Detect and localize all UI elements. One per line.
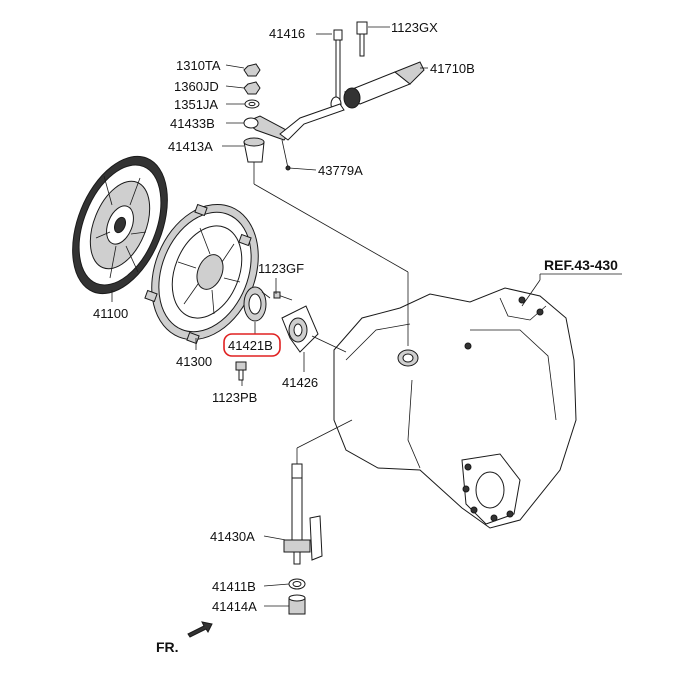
part-1310TA-nut[interactable] <box>243 63 261 77</box>
front-direction-indicator: FR. <box>156 621 213 655</box>
label-1351JA[interactable]: 1351JA <box>174 97 218 112</box>
label-41413A[interactable]: 41413A <box>168 139 213 154</box>
part-41300-pressure-plate[interactable] <box>132 188 277 355</box>
part-1123GF-bolt[interactable] <box>273 291 293 301</box>
leader-lines <box>111 26 622 607</box>
transaxle-housing <box>333 287 577 529</box>
label-1123GF[interactable]: 1123GF <box>258 261 304 276</box>
label-41414A[interactable]: 41414A <box>212 599 257 614</box>
part-41414A-bushing[interactable] <box>288 594 306 615</box>
part-43779A-pin[interactable] <box>281 139 291 171</box>
part-41100-clutch-disc[interactable] <box>54 143 186 308</box>
label-41100[interactable]: 41100 <box>93 306 128 321</box>
label-41433B[interactable]: 41433B <box>170 116 215 131</box>
part-41413A-boot[interactable] <box>243 137 265 163</box>
part-1360JD-nut[interactable] <box>243 81 261 95</box>
label-41710B[interactable]: 41710B <box>430 61 475 76</box>
label-1123GX[interactable]: 1123GX <box>391 20 438 35</box>
part-41433B-release-fork[interactable] <box>243 103 345 141</box>
label-1360JD[interactable]: 1360JD <box>174 79 219 94</box>
label-41416[interactable]: 41416 <box>269 26 305 41</box>
label-41411B[interactable]: 41411B <box>212 579 256 594</box>
part-labels: 41416 1123GX 41710B 1310TA 1360JD 1351JA… <box>93 20 618 614</box>
label-1310TA[interactable]: 1310TA <box>176 58 221 73</box>
release-cylinder-group <box>243 21 425 171</box>
label-41421B[interactable]: 41421B <box>228 338 273 353</box>
front-arrow-icon <box>187 621 213 638</box>
part-41710B-release-cylinder[interactable] <box>330 61 425 112</box>
part-41411B-seal[interactable] <box>288 578 306 590</box>
part-41416-bolt[interactable] <box>333 29 343 101</box>
highlight-ring-41421B <box>223 333 281 357</box>
label-43779A[interactable]: 43779A <box>318 163 363 178</box>
part-1123GX-bolt[interactable] <box>356 21 368 57</box>
part-1123PB-bolt[interactable] <box>235 361 247 381</box>
label-41426[interactable]: 41426 <box>282 375 318 390</box>
front-label: FR. <box>156 639 179 655</box>
part-41430A-release-shaft[interactable] <box>283 463 323 565</box>
reference-label[interactable]: REF.43-430 <box>544 257 618 273</box>
label-41300[interactable]: 41300 <box>176 354 212 369</box>
part-41421B-release-bearing[interactable] <box>243 286 271 322</box>
label-1123PB[interactable]: 1123PB <box>212 390 257 405</box>
part-41426-bearing-guide[interactable] <box>281 305 319 353</box>
label-41430A[interactable]: 41430A <box>210 529 255 544</box>
part-1351JA-washer[interactable] <box>244 99 260 109</box>
